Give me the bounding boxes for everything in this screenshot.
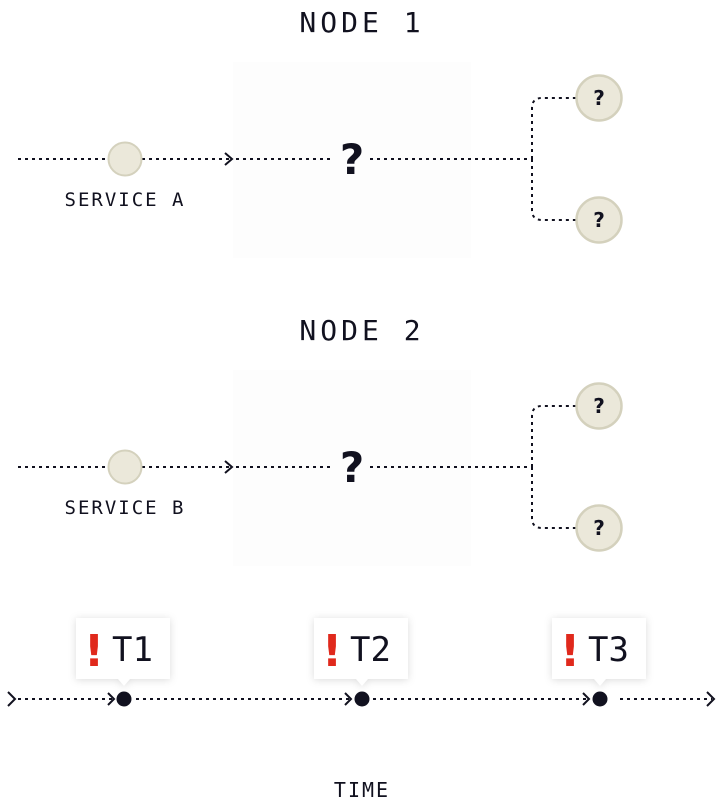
timeline-start-chevron-icon [7,691,17,707]
time-axis-label: TIME [334,778,390,802]
node-2-branch-top [531,405,576,467]
node-2-output-1-label: ? [593,394,605,418]
node-1-output-2 [575,196,623,244]
service-a-dot [107,141,143,177]
node-1-group: NODE 1 SERVICE A ? ? ? [18,6,623,258]
marker-2-callout [314,618,408,686]
timeline-arrow-2-icon [344,692,353,706]
marker-3-label: T3 [588,630,629,670]
marker-1-label: T1 [112,630,153,670]
marker-2-label: T2 [350,630,391,670]
timeline-arrow-3-icon [582,692,591,706]
timeline-marker-1: ! T1 [76,618,170,707]
timeline-group: ! T1 ! T2 ! T3 TIME [7,618,716,802]
node-2-arrow-icon [224,460,234,474]
service-b-dot [107,449,143,485]
alert-2-icon: ! [322,626,342,677]
marker-3-dot [592,691,608,707]
node-2-title: NODE 2 [299,314,424,347]
marker-1-dot [116,691,132,707]
node-1-arrow-icon [224,152,234,166]
node-2-output-2-label: ? [593,516,605,540]
node-2-unknown: ? [340,443,364,492]
node-1-output-1-label: ? [593,86,605,110]
timeline-arrow-1-icon [107,692,116,706]
node-1-title: NODE 1 [299,6,424,39]
node-2-branch-bottom [531,467,576,529]
alert-3-icon: ! [560,626,580,677]
node-1-branch-bottom [531,159,576,221]
node-1-branch-top [531,97,576,159]
node-2-output-2 [575,504,623,552]
timeline-end-arrow-icon [706,691,716,707]
marker-3-callout [552,618,646,686]
marker-2-dot [354,691,370,707]
node-2-output-1 [575,382,623,430]
marker-1-callout [76,618,170,686]
node-1-output-1 [575,74,623,122]
node-2-group: NODE 2 SERVICE B ? ? ? [18,314,623,566]
service-a-label: SERVICE A [65,189,186,211]
node-1-unknown: ? [340,135,364,184]
timeline-marker-3: ! T3 [552,618,646,707]
alert-1-icon: ! [84,626,104,677]
timeline-marker-2: ! T2 [314,618,408,707]
service-b-label: SERVICE B [65,497,186,519]
node-1-output-2-label: ? [593,208,605,232]
